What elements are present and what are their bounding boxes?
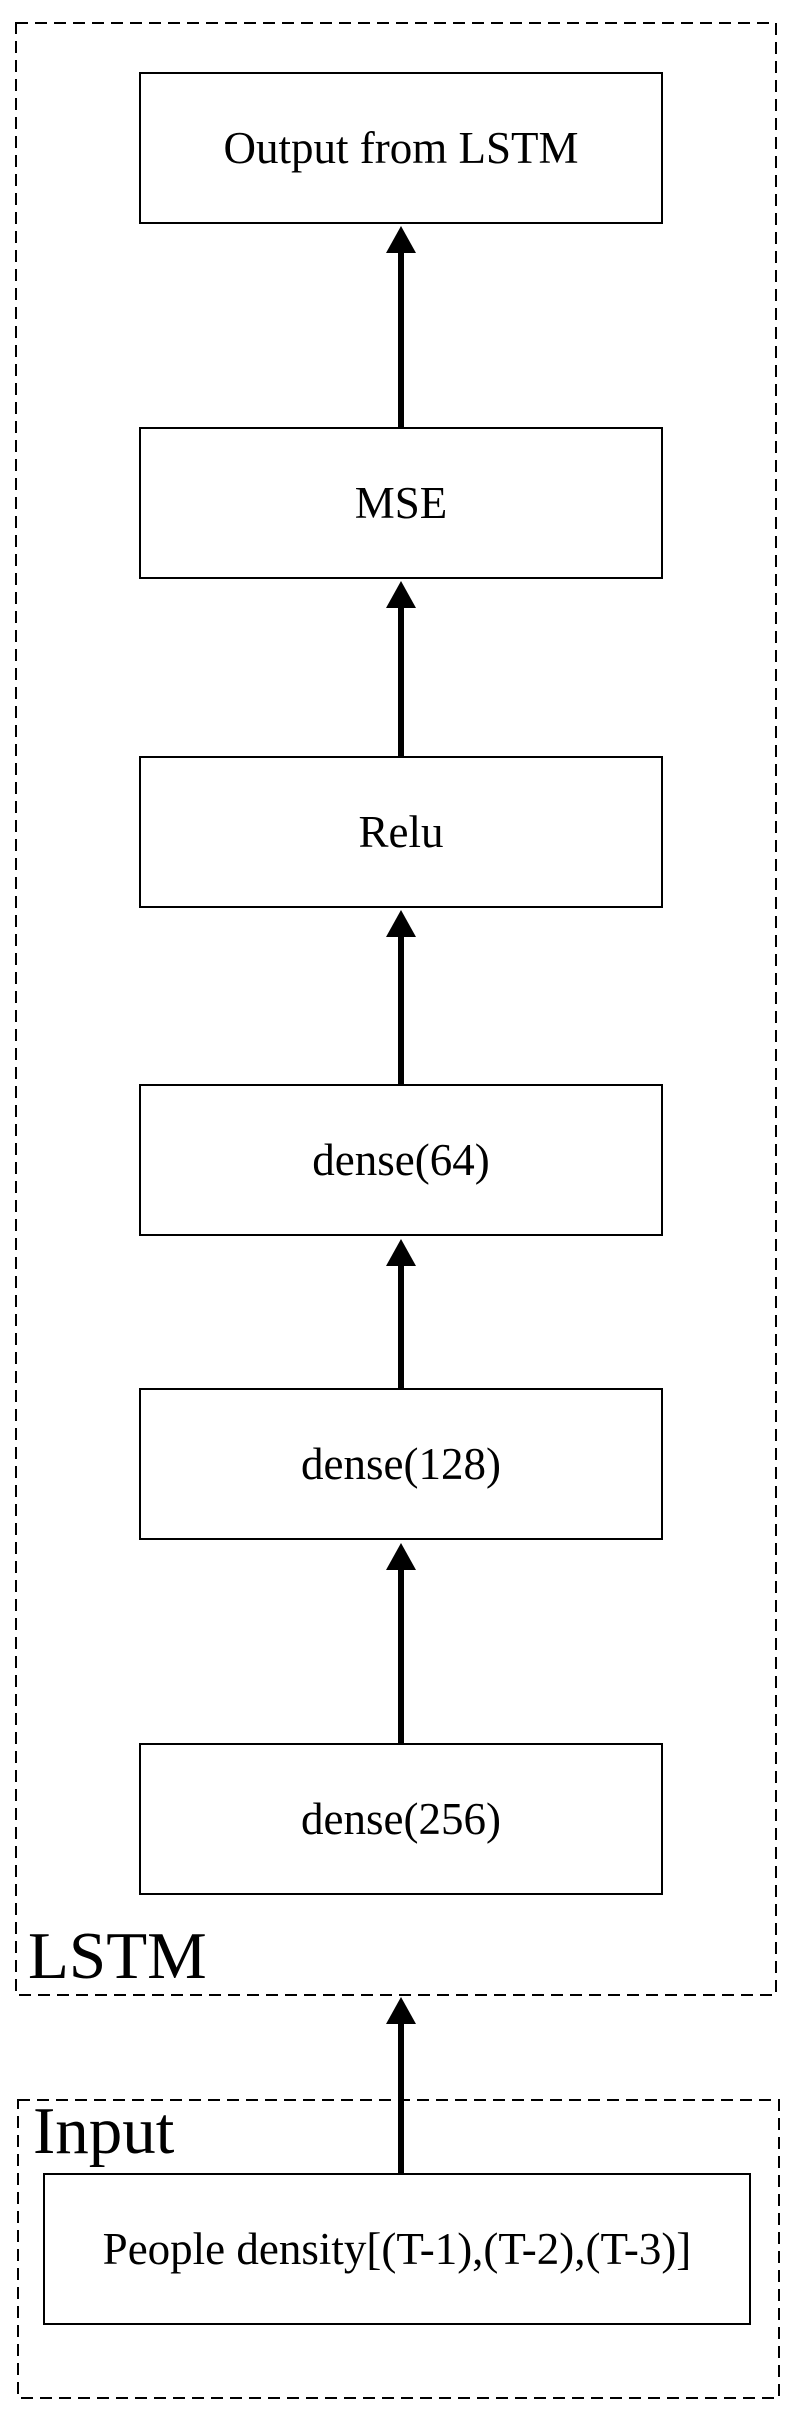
layer-node-dense64: dense(64) [139,1084,663,1236]
layer-node-mse: MSE [139,427,663,579]
layer-node-dense256: dense(256) [139,1743,663,1895]
arrow-dense256-to-dense128 [386,1543,416,1743]
layer-node-relu: Relu [139,756,663,908]
layer-node-output-from-lstm: Output from LSTM [139,72,663,224]
input-node-label: People density[(T-1),(T-2),(T-3)] [102,2223,692,2274]
input-group-label: Input [33,2094,175,2168]
layer-node-label: Relu [358,806,444,857]
layer-node-label: dense(64) [312,1134,490,1185]
arrow-input-to-lstm [386,1997,416,2173]
layer-node-label: MSE [354,477,448,528]
layer-node-label: dense(256) [301,1793,501,1844]
arrow-relu-to-mse [386,581,416,756]
lstm-group-label: LSTM [28,1919,207,1993]
layer-node-dense128: dense(128) [139,1388,663,1540]
layer-node-label: Output from LSTM [223,122,579,173]
input-node-people-density: People density[(T-1),(T-2),(T-3)] [43,2173,751,2325]
arrow-dense128-to-dense64 [386,1239,416,1388]
arrow-dense64-to-relu [386,910,416,1084]
layer-node-label: dense(128) [301,1438,501,1489]
lstm-group-border [15,22,777,1996]
arrow-mse-to-output [386,226,416,427]
